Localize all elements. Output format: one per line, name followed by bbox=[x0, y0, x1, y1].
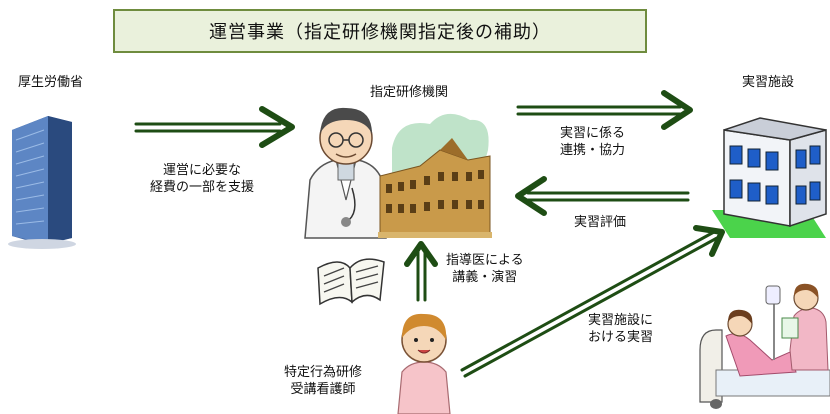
edge-label-lecture-line1: 指導医による bbox=[446, 253, 524, 268]
node-label-trainee: 特定行為研修 受講看護師 bbox=[284, 364, 362, 398]
node-label-ministry: 厚生労働省 bbox=[18, 75, 84, 90]
diagram-title: 運営事業（指定研修機関指定後の補助） bbox=[113, 9, 647, 53]
edge-label-practice-line1: 実習施設に bbox=[588, 313, 654, 328]
ministry-building-icon bbox=[8, 116, 76, 249]
edge-label-lecture-line2: 講義・演習 bbox=[452, 270, 518, 285]
node-label-trainee-line2: 受講看護師 bbox=[290, 382, 356, 397]
edge-label-lecture: 指導医による 講義・演習 bbox=[446, 252, 524, 286]
node-label-trainee-line1: 特定行為研修 bbox=[284, 365, 363, 380]
edge-label-funding: 運営に必要な 経費の一部を支援 bbox=[150, 162, 254, 196]
edge-label-evaluation: 実習評価 bbox=[574, 215, 627, 230]
facility-building-icon bbox=[712, 117, 827, 238]
edge-label-cooperation-line2: 連携・協力 bbox=[560, 143, 626, 158]
arrow-trainee-to-institution bbox=[404, 241, 438, 302]
edge-label-funding-line2: 経費の一部を支援 bbox=[150, 180, 255, 195]
school-building-icon bbox=[378, 113, 492, 238]
patient-care-icon bbox=[699, 283, 830, 409]
edge-label-practice-line2: おける実習 bbox=[588, 330, 654, 345]
arrow-ministry-to-institution bbox=[134, 106, 295, 148]
diagram-title-text: 運営事業（指定研修機関指定後の補助） bbox=[209, 22, 551, 43]
edge-label-funding-line1: 運営に必要な bbox=[163, 163, 242, 178]
arrow-facility-to-institution bbox=[515, 176, 690, 216]
node-label-facility: 実習施設 bbox=[742, 75, 795, 90]
doctor-icon bbox=[304, 107, 387, 239]
textbook-icon bbox=[317, 258, 385, 306]
edge-label-cooperation: 実習に係る 連携・協力 bbox=[560, 125, 625, 159]
node-label-institution: 指定研修機関 bbox=[370, 85, 449, 100]
trainee-nurse-icon bbox=[397, 313, 451, 414]
arrow-trainee-to-facility bbox=[460, 225, 725, 378]
arrow-institution-to-facility bbox=[516, 90, 693, 130]
edge-label-cooperation-line1: 実習に係る bbox=[560, 126, 626, 141]
edge-label-practice: 実習施設に おける実習 bbox=[588, 312, 653, 346]
